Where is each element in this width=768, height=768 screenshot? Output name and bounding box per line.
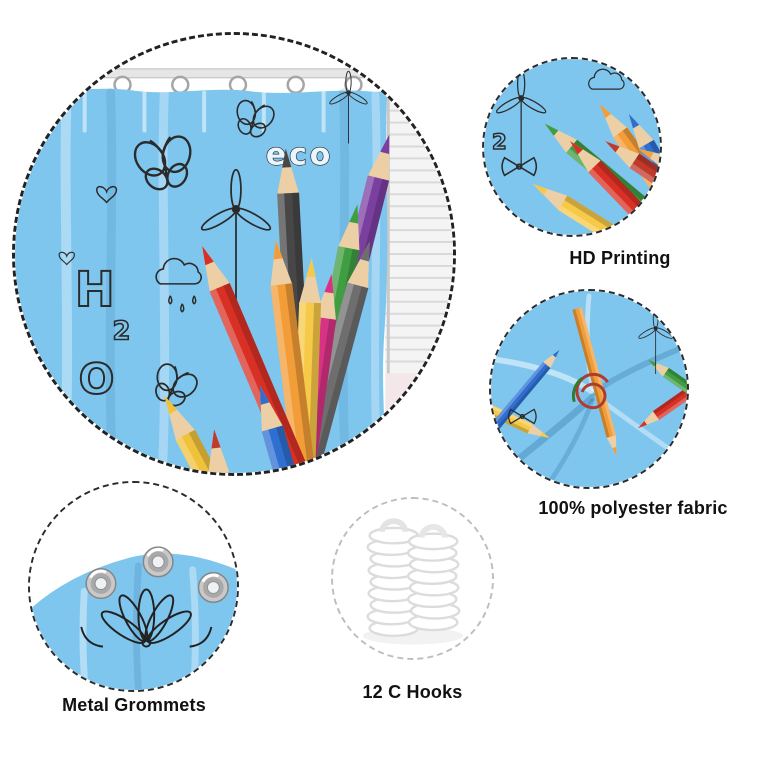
polyester-fabric-photo [489,289,689,489]
c-hooks-photo [331,497,494,660]
flower-doodle [80,588,213,648]
curtain-fabric [30,553,237,690]
grommet-ring [84,567,118,600]
grommet-ring [197,571,230,604]
curtain-doodles: 2 [491,68,625,177]
hook-top-curve [418,524,448,538]
eco-print-text: eco [266,137,333,172]
metal-grommets-photo [28,481,239,692]
hook-top-curve [379,518,409,533]
twisted-fabric-closeup [491,291,687,487]
hook-stack-right [406,532,461,632]
shower-curtain-scene: eco H 2 O [15,35,453,473]
two-print-letter: 2 [113,317,131,347]
grommet-ring [141,545,175,579]
twist-center-swirl [571,372,609,410]
o-print-letter: O [79,354,115,403]
main-product-photo: eco H 2 O [12,32,456,476]
grommets-closeup [30,483,237,690]
curtain-doodles: eco H 2 O [58,70,369,417]
window-blinds [385,62,453,473]
c-hooks-label: 12 C Hooks [362,682,463,702]
hd-printing-closeup: 2 [484,59,660,235]
hd-printing-label: HD Printing [569,248,671,268]
polyester-label: 100% polyester fabric [538,498,728,518]
two-print-letter: 2 [492,130,507,155]
metal-grommets-label: Metal Grommets [62,695,206,715]
h-print-letter: H [75,263,115,318]
c-hooks-stack [333,499,492,658]
hd-printing-photo: 2 [482,57,662,237]
